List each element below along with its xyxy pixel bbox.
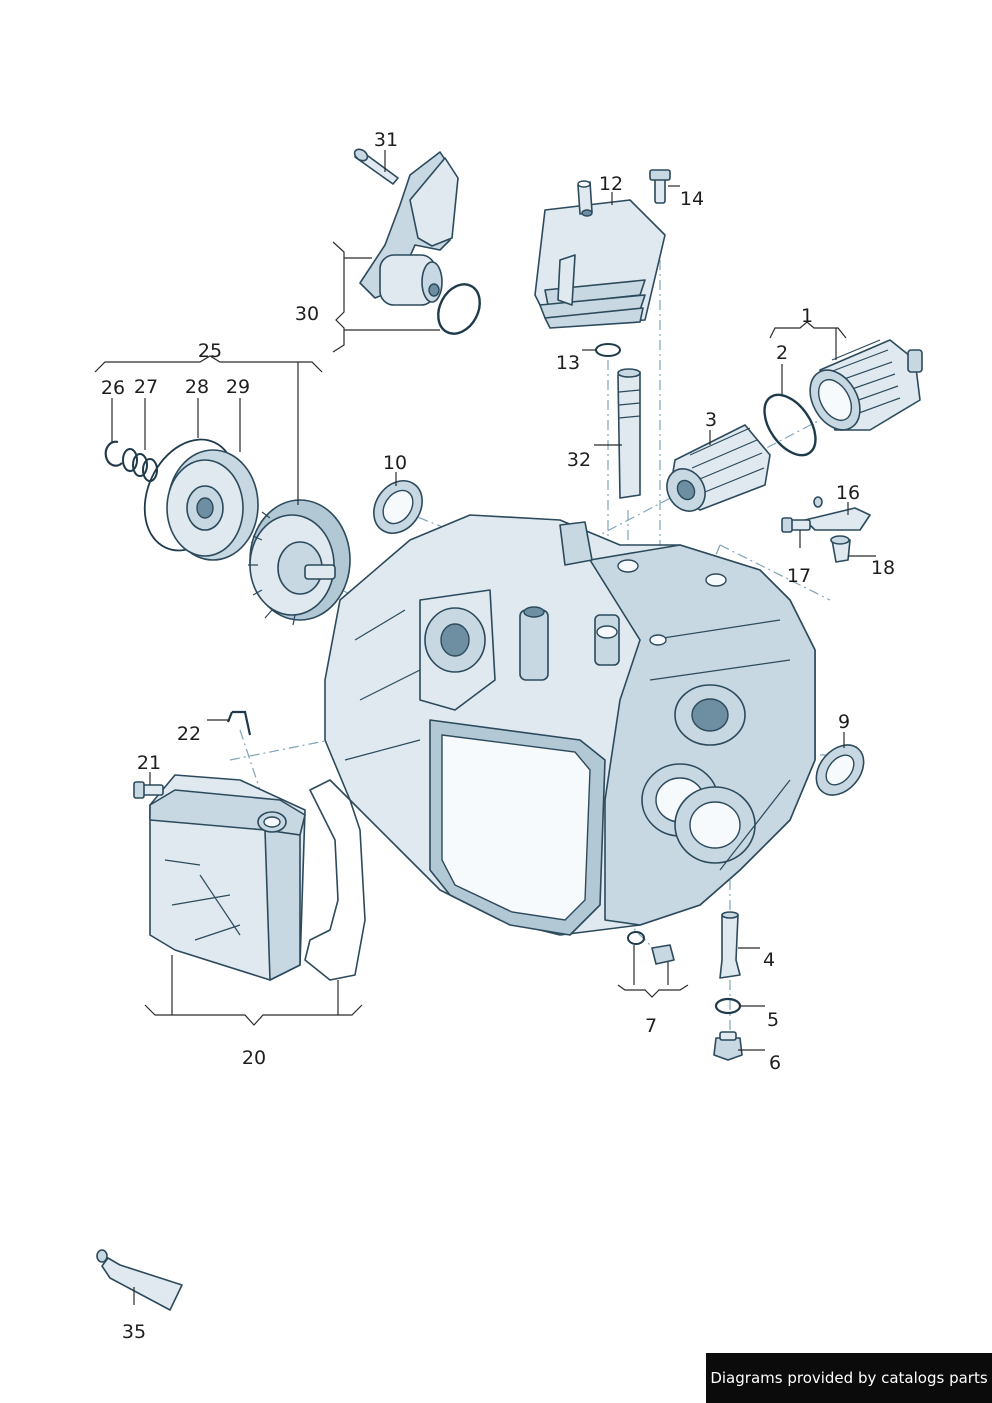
callout-35: 35 [122, 1321, 146, 1343]
callout-26: 26 [101, 377, 125, 399]
callout-2: 2 [776, 342, 788, 364]
callout-12: 12 [599, 173, 623, 195]
part-10-shaft-seal [373, 480, 423, 534]
callout-31: 31 [374, 129, 398, 151]
callout-28: 28 [185, 376, 209, 398]
part-25-clutch [248, 499, 351, 626]
part-35-sealant-tube [96, 1249, 183, 1311]
part-1-filter-housing [809, 339, 923, 431]
part-3-filter-element [666, 424, 771, 512]
part-12-oil-cooler [534, 180, 666, 329]
callout-13: 13 [556, 352, 580, 374]
callout-10: 10 [383, 452, 407, 474]
part-22-clip [226, 710, 252, 736]
part-26-circlip [104, 440, 123, 467]
callout-29: 29 [226, 376, 250, 398]
callout-7: 7 [645, 1015, 657, 1037]
part-20-oil-pan [149, 774, 366, 981]
part-31-bolt [353, 148, 399, 185]
callout-32: 32 [567, 449, 591, 471]
part-18-sensor [830, 535, 851, 563]
part-32-pipe [617, 368, 641, 499]
part-16-sensor-bracket [804, 496, 871, 531]
callout-22: 22 [177, 723, 201, 745]
part-2-o-ring [763, 393, 817, 457]
callout-27: 27 [134, 376, 158, 398]
part-13-seal-ring [595, 343, 621, 357]
callout-17: 17 [787, 565, 811, 587]
callout-4: 4 [763, 949, 775, 971]
part-17-bolt [781, 517, 811, 533]
callout-5: 5 [767, 1009, 779, 1031]
callout-18: 18 [871, 557, 895, 579]
callout-16: 16 [836, 482, 860, 504]
callout-1: 1 [801, 305, 813, 327]
part-9-shaft-seal [815, 744, 865, 796]
callout-30: 30 [295, 303, 319, 325]
part-21-bolt [133, 781, 164, 799]
transmission-housing [324, 514, 816, 936]
callout-25: 25 [198, 340, 222, 362]
callout-labels: 1 2 3 4 5 6 7 9 10 12 13 14 16 17 18 20 … [101, 129, 895, 1343]
callout-14: 14 [680, 188, 704, 210]
part-29-flange [166, 449, 259, 561]
callout-21: 21 [137, 752, 161, 774]
part-6-drain-plug [713, 1031, 743, 1061]
part-14-bolt [649, 169, 671, 204]
part-4-overflow-pipe [719, 911, 741, 979]
part-7-plug [627, 931, 675, 965]
callout-9: 9 [838, 711, 850, 733]
part-30-solenoid-assembly [359, 151, 481, 335]
credit-banner: Diagrams provided by catalogs parts [706, 1353, 992, 1403]
callout-3: 3 [705, 409, 717, 431]
callout-20: 20 [242, 1047, 266, 1069]
part-5-seal-ring [714, 997, 742, 1015]
leader-lines [94, 150, 876, 1305]
callout-6: 6 [769, 1052, 781, 1074]
credit-text: Diagrams provided by catalogs parts [710, 1369, 988, 1387]
